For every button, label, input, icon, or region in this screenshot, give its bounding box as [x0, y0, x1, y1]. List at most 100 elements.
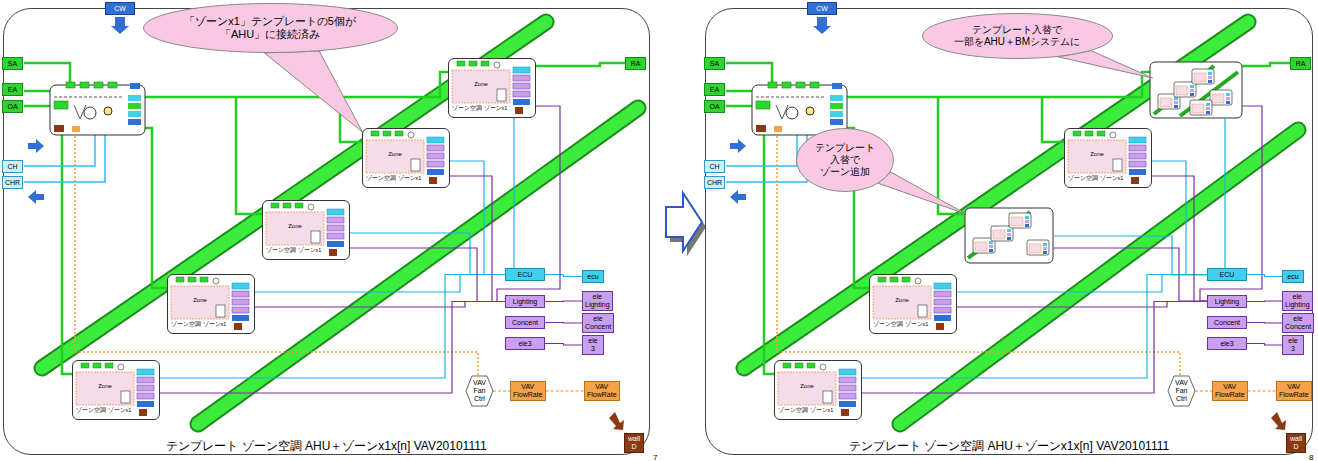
zone-template: Zone ゾーン空調 ゾーンx1	[869, 274, 957, 334]
water-port: CHR	[2, 176, 23, 189]
supply-duct	[24, 90, 50, 93]
port-label: RA	[631, 60, 641, 68]
supply-duct	[938, 97, 965, 214]
port-label: VAV FlowRate	[587, 383, 617, 399]
output-port: ele Lighting	[1282, 291, 1313, 311]
supply-duct	[726, 90, 752, 93]
replaced-template	[1154, 66, 1214, 114]
callout-ellipse	[922, 14, 1112, 59]
callout-text: テンプレート入替で 一部をAHU＋BMシステムに	[954, 24, 1080, 48]
replaced-template	[968, 212, 1030, 258]
load-box: ele3	[505, 337, 545, 350]
zone-label: Zone	[873, 297, 931, 304]
signal-wire	[545, 322, 582, 324]
water-port: CW	[105, 2, 135, 15]
signal-wire	[862, 275, 1207, 379]
hexagon-outline	[1168, 376, 1195, 406]
callout-ellipse	[797, 129, 894, 192]
replaced-template	[1192, 69, 1214, 84]
air-port: EA	[2, 83, 23, 96]
water-arrow	[28, 190, 44, 204]
replaced-template	[965, 62, 1242, 263]
replaced-template-wire	[1224, 118, 1225, 268]
water-arrow	[730, 190, 746, 204]
controller-box: ECU	[1207, 268, 1247, 281]
pipe-band	[42, 22, 546, 368]
template-name: ゾーン空調 ゾーンx1	[266, 247, 349, 254]
page-number-box: 8	[1308, 446, 1314, 461]
port-label: CW	[114, 5, 126, 13]
port-label: OA	[7, 103, 17, 111]
port-label: VAV FlowRate	[1279, 383, 1309, 399]
output-port: ele Concent	[1282, 313, 1314, 333]
page-number: 8	[1308, 453, 1314, 461]
port-label: Lighting	[513, 298, 538, 306]
signal-wire	[255, 302, 505, 308]
wall-port: wall D	[624, 433, 644, 453]
port-label: CW	[816, 5, 828, 13]
load-box: Lighting	[505, 295, 545, 308]
air-port: RA	[625, 57, 646, 70]
wall-arrow	[609, 412, 1286, 430]
water-port: CH	[704, 160, 725, 173]
air-port: OA	[2, 100, 23, 113]
supply-duct	[24, 105, 50, 108]
port-label: VAV FlowRate	[1215, 383, 1245, 399]
template-title: テンプレート ゾーン空調 AHU＋ゾーンx1x[n] VAV20101111	[163, 439, 489, 453]
supply-duct	[145, 128, 167, 288]
signal-wire	[1247, 322, 1282, 324]
pipe-band	[198, 108, 638, 424]
control-label: VAV Fan Ctrl	[1175, 379, 1188, 403]
port-label: VAV FlowRate	[513, 383, 543, 399]
signal-wire	[1247, 275, 1282, 277]
page-number: 7	[652, 453, 658, 461]
signal-wire	[493, 390, 510, 391]
signal-wire	[545, 344, 582, 346]
air-port: SA	[2, 57, 23, 70]
page-number-box: 7	[652, 446, 658, 461]
water-arrow	[813, 17, 831, 34]
flow-box: VAV FlowRate	[510, 381, 546, 401]
supply-duct	[726, 105, 752, 108]
chilled-water-line	[24, 135, 95, 166]
control-signal-line	[75, 136, 1180, 376]
wall-port: wall D	[1286, 433, 1306, 453]
port-label: ele 3	[1288, 337, 1297, 353]
load-box: Lighting	[1207, 295, 1247, 308]
port-label: CHR	[707, 179, 722, 187]
port-label: ecu	[587, 273, 598, 281]
water-arrow	[111, 17, 129, 34]
water-port: CHR	[704, 176, 725, 189]
port-label: wall D	[628, 435, 640, 451]
template-name: ゾーン空調 ゾーンx1	[1068, 175, 1151, 182]
hexagon-outline	[466, 376, 493, 406]
port-label: ele Lighting	[585, 293, 610, 309]
port-label: Concent	[512, 319, 538, 327]
output-port: ele Concent	[582, 313, 614, 333]
load-box: ele3	[1207, 337, 1247, 350]
signal-wire	[255, 275, 505, 293]
template-name: ゾーン空調 ゾーンx1	[873, 321, 956, 328]
port-label: ecu	[1287, 273, 1298, 281]
port-label: ele3	[518, 340, 531, 348]
zone-label: Zone	[366, 151, 424, 158]
port-label: Lighting	[1215, 298, 1240, 306]
signal-wire	[513, 118, 514, 268]
replaced-template	[1210, 90, 1232, 105]
port-label: ele 3	[588, 337, 597, 353]
zone-template: Zone ゾーン空調 ゾーンx1	[362, 128, 450, 188]
load-box: Concent	[505, 316, 545, 329]
air-port: OA	[704, 100, 725, 113]
transition-arrow	[666, 193, 702, 251]
output-port: ele 3	[1282, 335, 1304, 355]
port-label: EA	[710, 86, 719, 94]
water-arrow	[730, 139, 746, 153]
water-arrow	[28, 139, 44, 153]
port-label: Concent	[1214, 319, 1240, 327]
zone-label: Zone	[171, 297, 229, 304]
template-name: ゾーン空調 ゾーンx1	[366, 175, 449, 182]
chilled-water-line	[726, 135, 807, 182]
zone-label: Zone	[452, 81, 510, 88]
replaced-template	[965, 208, 1053, 263]
